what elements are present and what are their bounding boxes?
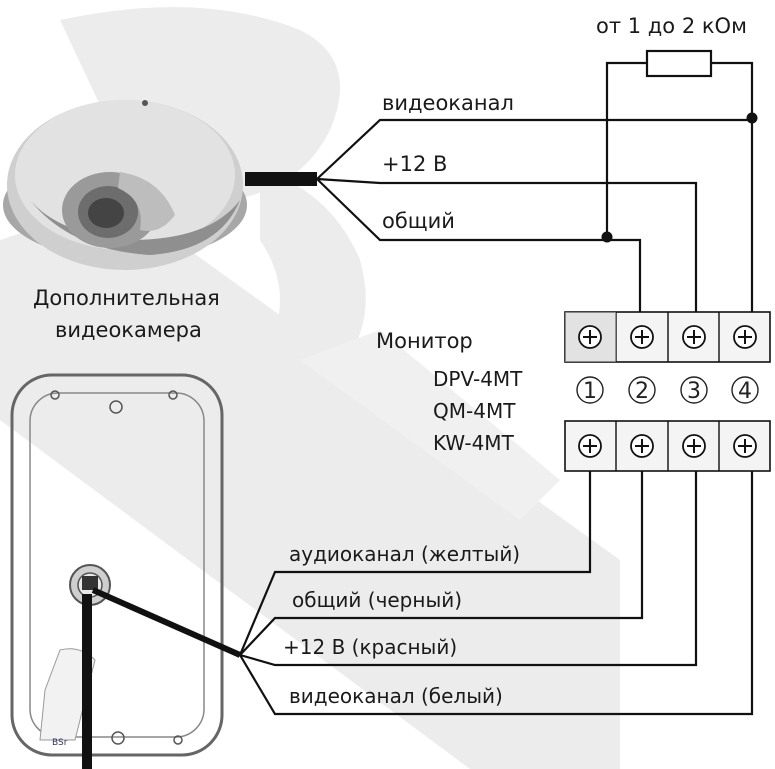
terminal-number-1: 1: [583, 379, 597, 404]
panel-cable-down: [82, 594, 92, 769]
resistor-lead-left: [605, 61, 647, 240]
resistor: [645, 49, 713, 78]
camera-wire-video-label: видеоканал: [382, 91, 514, 115]
panel-hole-icon: [109, 400, 123, 414]
camera-lens: [62, 172, 175, 248]
dome-camera: [3, 100, 247, 270]
monitor-model-2: QM-4MT: [433, 399, 516, 423]
panel-screw-icon: [168, 390, 178, 400]
terminal-number-2: 2: [635, 379, 649, 404]
camera-wire-video: [316, 118, 754, 330]
camera-caption-line2: видеокамера: [55, 318, 202, 342]
panel-cable: [91, 587, 242, 658]
camera-wire-common: [316, 178, 642, 330]
panel-screw-icon: [111, 731, 125, 745]
camera-caption-line1: Дополнительная: [33, 286, 220, 310]
screw-icon: [630, 325, 654, 349]
camera-wire-power: [316, 177, 698, 330]
monitor-title: Монитор: [376, 329, 473, 353]
panel-logo: BSr: [52, 738, 68, 748]
resistor-lead-right: [711, 61, 754, 120]
panel-wire-common-label: общий (черный): [292, 588, 462, 612]
panel-wire-video-label: видеоканал (белый): [289, 684, 503, 708]
camera-wire-power-label: +12 В: [382, 152, 447, 176]
screw-icon: [630, 434, 654, 458]
camera-cable: [245, 172, 317, 186]
resistor-label: от 1 до 2 кОм: [596, 14, 747, 38]
screw-icon: [578, 434, 602, 458]
terminal-block-top: [564, 311, 771, 363]
panel-wire-audio: [238, 471, 592, 656]
screw-icon: [682, 434, 706, 458]
terminal-number-3: 3: [687, 379, 701, 404]
panel-wire-common: [239, 471, 644, 656]
panel-wires: [238, 471, 754, 716]
screw-icon: [733, 325, 757, 349]
panel-screw-icon: [173, 735, 183, 745]
monitor-model-3: KW-4MT: [433, 431, 515, 455]
screw-icon: [578, 325, 602, 349]
terminal-numbers: 1 2 3 4: [576, 376, 759, 404]
terminal-block-bottom: [564, 420, 771, 472]
terminal-number-4: 4: [738, 379, 752, 404]
panel-wire-power: [239, 471, 698, 667]
camera-wires: [316, 61, 758, 330]
screw-icon: [682, 325, 706, 349]
junction-dot-video: [746, 112, 758, 124]
panel-screw-icon: [50, 390, 60, 400]
monitor-model-1: DPV-4MT: [433, 367, 523, 391]
screw-icon: [733, 434, 757, 458]
camera-wire-common-label: общий: [382, 209, 455, 233]
panel-wire-power-label: +12 В (красный): [283, 635, 457, 659]
junction-dot-common: [601, 231, 613, 243]
panel-wire-video: [239, 471, 754, 716]
panel-wire-audio-label: аудиоканал (желтый): [289, 542, 520, 566]
